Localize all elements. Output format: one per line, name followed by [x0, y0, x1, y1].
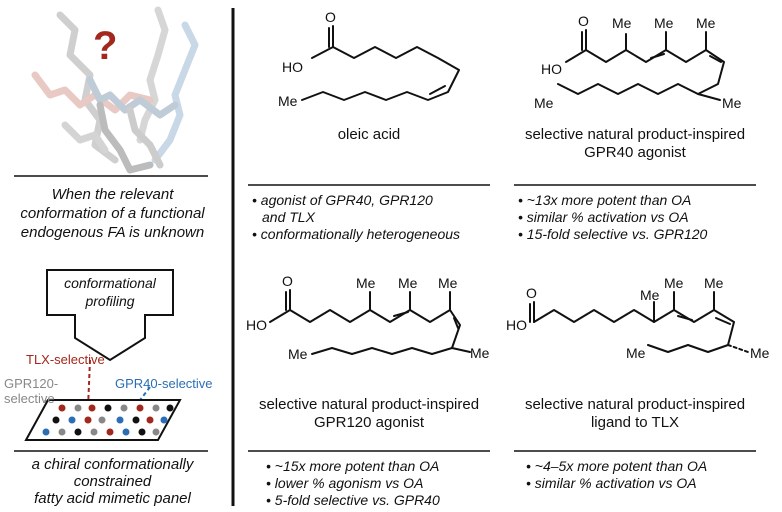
tlx-leader-line	[87, 359, 91, 409]
intro-line-3: endogenous FA is unknown	[20, 224, 205, 241]
tlx-caption-line-1: selective natural product-inspired	[524, 396, 746, 413]
gpr40-bullet-1: ~13x more potent than OA	[518, 192, 756, 209]
oleic-ho-label: HO	[282, 59, 303, 75]
tlx-me-a: Me	[640, 287, 660, 303]
gpr120-me-b: Me	[398, 275, 418, 291]
gpr40-selective-label: GPR40-selective	[115, 376, 213, 391]
gpr120-me-a: Me	[356, 275, 376, 291]
gpr40-me-d: Me	[722, 95, 742, 111]
gpr40-caption: selective natural product-inspired GPR40…	[514, 126, 756, 162]
arrow-line-1: conformational	[64, 275, 156, 291]
intro-line-2: conformation of a functional	[20, 205, 205, 222]
gpr120-caption-line-2: GPR120 agonist	[313, 414, 425, 431]
mimetic-panel-parallelogram	[24, 399, 182, 441]
oleic-caption-line-1: oleic acid	[337, 126, 401, 143]
tlx-me-d: Me	[750, 345, 770, 361]
oleic-bullet-2: and TLX	[262, 209, 315, 225]
gpr120-o-label: O	[282, 273, 293, 289]
gpr40-me-b: Me	[654, 15, 674, 31]
oleic-caption: oleic acid	[248, 126, 490, 144]
gpr40-bullet-3: 15-fold selective vs. GPR120	[518, 226, 756, 243]
oleic-me-label: Me	[278, 93, 298, 109]
gpr40-me-a: Me	[612, 15, 632, 31]
gpr120-bullet-1: ~15x more potent than OA	[266, 458, 490, 475]
gpr120-bullet-2: lower % agonism vs OA	[266, 475, 490, 492]
oleic-acid-structure: HO O Me	[278, 9, 460, 109]
gpr120-bullet-3: 5-fold selective vs. GPR40	[266, 492, 490, 509]
oleic-bullet-3: conformationally heterogeneous	[252, 226, 490, 243]
panel-desc-line-1: a chiral conformationally	[31, 456, 194, 473]
tlx-me-c: Me	[704, 275, 724, 291]
gpr120-caption-line-1: selective natural product-inspired	[258, 396, 480, 413]
gpr120-caption: selective natural product-inspired GPR12…	[248, 396, 490, 432]
tlx-me-b: Me	[664, 275, 684, 291]
gpr120-label-line-2: selective	[4, 391, 55, 406]
gpr40-ho-label: HO	[541, 61, 562, 77]
gpr120-selective-label: GPR120- selective	[4, 376, 58, 406]
gpr40-agonist-structure: HO O Me Me Me Me Me	[534, 13, 742, 111]
question-mark: ?	[93, 24, 118, 68]
gpr40-bullets: ~13x more potent than OA similar % activ…	[518, 192, 756, 243]
gpr40-o-label: O	[578, 13, 589, 29]
gpr120-bullets: ~15x more potent than OA lower % agonism…	[266, 458, 490, 509]
tlx-selective-label: TLX-selective	[26, 352, 105, 367]
conformer-ensemble-illustration	[31, 6, 199, 174]
gpr40-me-label: Me	[534, 95, 554, 111]
tlx-bullets: ~4–5x more potent than OA similar % acti…	[526, 458, 756, 492]
tlx-bullet-1: ~4–5x more potent than OA	[526, 458, 756, 475]
tlx-ho-label: HO	[506, 317, 527, 333]
intro-text: When the relevant conformation of a func…	[10, 185, 215, 242]
tlx-caption: selective natural product-inspired ligan…	[514, 396, 756, 432]
gpr40-caption-line-1: selective natural product-inspired	[524, 126, 746, 143]
panel-description: a chiral conformationally constrained fa…	[10, 456, 215, 507]
oleic-bullets: agonist of GPR40, GPR120 and TLX conform…	[252, 192, 490, 243]
tlx-o-label: O	[526, 285, 537, 301]
tlx-bullet-2: similar % activation vs OA	[526, 475, 756, 492]
arrow-line-2: profiling	[85, 293, 135, 309]
arrow-text: conformational profiling	[47, 274, 173, 310]
gpr40-bullet-2: similar % activation vs OA	[518, 209, 756, 226]
panel-dots	[42, 404, 174, 436]
gpr120-me-label: Me	[288, 346, 308, 362]
panel-desc-line-3: fatty acid mimetic panel	[34, 490, 191, 507]
gpr120-label-line-1: GPR120-	[4, 376, 59, 391]
panel-desc-line-2: constrained	[73, 473, 152, 490]
gpr120-ho-label: HO	[246, 317, 267, 333]
conformational-profiling-arrow	[46, 269, 174, 362]
intro-line-1: When the relevant	[51, 186, 174, 203]
oleic-o-label: O	[325, 9, 336, 25]
tlx-caption-line-2: ligand to TLX	[590, 414, 680, 431]
tlx-me-label: Me	[626, 345, 646, 361]
tlx-ligand-structure: HO O Me Me Me Me Me	[506, 275, 770, 361]
gpr40-me-c: Me	[696, 15, 716, 31]
gpr120-agonist-structure: HO O Me Me Me Me Me	[246, 273, 490, 362]
oleic-bullet-1: agonist of GPR40, GPR120	[252, 192, 490, 209]
gpr40-caption-line-2: GPR40 agonist	[584, 144, 686, 161]
gpr120-me-d: Me	[470, 345, 490, 361]
gpr120-me-c: Me	[438, 275, 458, 291]
